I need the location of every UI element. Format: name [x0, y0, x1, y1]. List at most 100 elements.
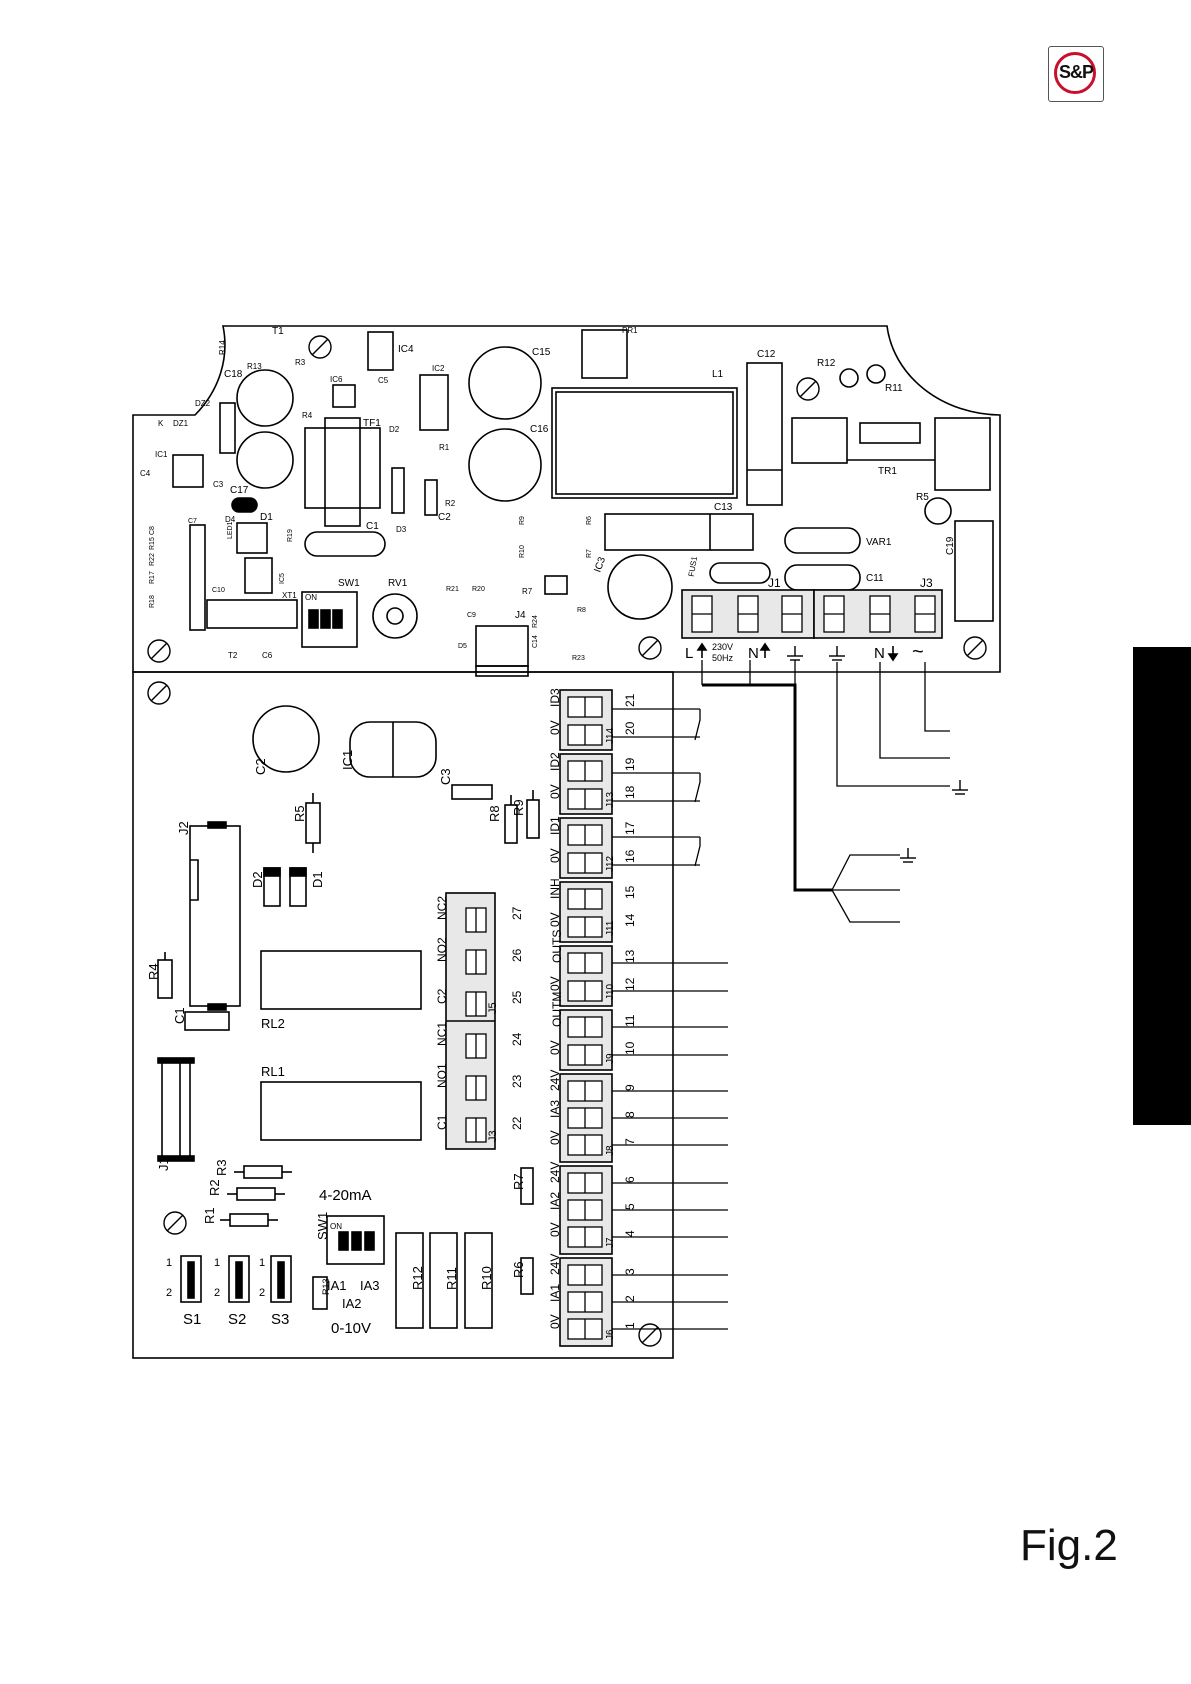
- r7-lower: [520, 1167, 534, 1205]
- lbl-ic1-lower: IC1: [340, 750, 355, 770]
- lbl-rl2: RL2: [261, 1016, 285, 1031]
- pin-lbl-0v-12: 0V: [548, 976, 562, 991]
- lbl-terminal-230v: 230V: [712, 642, 733, 652]
- lbl-r17: R17: [149, 571, 156, 584]
- lbl-r20: R20: [472, 586, 485, 593]
- figure-label: Fig.2: [1020, 1521, 1118, 1570]
- c16-cap: [468, 428, 542, 502]
- pin-num-20: 20: [623, 721, 637, 735]
- lbl-xt1: XT1: [282, 591, 297, 600]
- relay-num-23: 23: [510, 1074, 524, 1088]
- strip-id-j13: J13: [605, 791, 616, 808]
- relay-lbl-c2: C2: [435, 988, 449, 1004]
- lbl-ic6: IC6: [330, 375, 343, 384]
- input-terminal-labels: 21 ID3 20 0V J14 19 ID2 18 0V J13 17 ID1…: [548, 688, 637, 1340]
- lbl-mode-ia2: IA2: [342, 1296, 362, 1311]
- sw1-lower: [326, 1215, 385, 1265]
- pin-lbl-24v-9: 24V: [548, 1070, 562, 1091]
- sw1-dip: [301, 591, 358, 648]
- j1-lower: [161, 1059, 191, 1161]
- lbl-ic5: IC5: [279, 573, 286, 584]
- r1-lower: [229, 1213, 269, 1227]
- lbl-r4: R4: [302, 411, 313, 420]
- lbl-mode-ia1: IA1: [327, 1278, 347, 1293]
- var1-part: [709, 562, 771, 584]
- lbl-c13: C13: [714, 502, 733, 513]
- j2-upper: [189, 524, 206, 631]
- lbl-s2-pin1: 1: [214, 1257, 220, 1269]
- lbl-tr1: TR1: [878, 466, 897, 477]
- r11-part: [866, 364, 886, 384]
- c1-cap: [304, 531, 386, 557]
- lbl-r2-lower: R2: [207, 1179, 222, 1196]
- upper-labels: T1 R14 R13 C18 R3 R4 IC6 C5 IC4 IC2 C15 …: [140, 326, 956, 663]
- lbl-jumper-s3: S3: [271, 1311, 289, 1328]
- c2-cap-lower: [252, 705, 320, 773]
- lbl-r12: R12: [817, 358, 836, 369]
- pin-num-6: 6: [623, 1176, 637, 1183]
- lbl-r5-lower: R5: [292, 805, 307, 822]
- logo-text: S&P: [1058, 62, 1094, 82]
- lbl-on-upper: ON: [305, 593, 317, 602]
- strip-id-j7: J7: [605, 1237, 616, 1248]
- strip-id-j8: J8: [605, 1145, 616, 1156]
- lbl-r23: R8: [577, 607, 586, 614]
- pin-num-1: 1: [623, 1322, 637, 1329]
- pin-lbl-ia1: IA1: [548, 1284, 562, 1302]
- lbl-pr1: PR1: [622, 326, 638, 335]
- relay-lbl-no2: NO2: [435, 937, 449, 962]
- lbl-c12: C12: [757, 349, 776, 360]
- pin-num-17: 17: [623, 821, 637, 835]
- lbl-r13: R13: [247, 362, 262, 371]
- lbl-l1: L1: [712, 369, 724, 380]
- lbl-s3-pin2: 2: [259, 1287, 265, 1299]
- lbl-d5: D5: [458, 643, 467, 650]
- ic3-chip: [544, 575, 568, 595]
- lbl-dz2: DZ2: [195, 399, 211, 408]
- pin-num-18: 18: [623, 785, 637, 799]
- lower-board: [132, 671, 674, 1359]
- lbl-jumper-s1: S1: [183, 1311, 201, 1328]
- lbl-dz1: DZ1: [173, 419, 189, 428]
- lbl-s3-pin1: 1: [259, 1257, 265, 1269]
- strip-id-j9: J9: [605, 1053, 616, 1064]
- lbl-terminal-l: L: [685, 645, 693, 662]
- j4-connector: [475, 625, 529, 667]
- c13-cap: [604, 513, 754, 551]
- pin-lbl-0v-16: 0V: [548, 848, 562, 863]
- rl2-relay: [260, 950, 422, 1010]
- lbl-r21: R21: [446, 586, 459, 593]
- lbl-led1: LED1: [227, 521, 234, 539]
- s2-jumper: [228, 1255, 250, 1303]
- lbl-c6-upper: T2: [228, 651, 238, 660]
- lbl-c10: C10: [212, 587, 225, 594]
- lbl-d1-lower: D1: [310, 871, 325, 888]
- lbl-t2: R23: [572, 655, 585, 662]
- c19-cap: [954, 520, 994, 622]
- upper-screws: [147, 335, 987, 663]
- pin-lbl-0v-14: 0V: [548, 912, 562, 927]
- lbl-j2-upper: C7: [188, 518, 197, 525]
- pin-num-14: 14: [623, 913, 637, 927]
- lbl-r24: C14: [532, 635, 539, 648]
- r11-lower: [429, 1232, 458, 1329]
- relay-num-25: 25: [510, 990, 524, 1004]
- lbl-terminal-50hz: 50Hz: [712, 653, 734, 663]
- ic5-chip: [244, 557, 273, 594]
- relay-lbl-nc1: NC1: [435, 1022, 449, 1046]
- strip-id-j14: J14: [605, 727, 616, 744]
- ic1-chip: [172, 454, 204, 488]
- c14-cap: [784, 564, 861, 591]
- lbl-c7-upper: C6: [262, 651, 273, 660]
- lbl-var1: FUS1: [687, 555, 700, 577]
- lbl-j4-upper: J4: [515, 610, 526, 621]
- lbl-ic1: IC1: [155, 450, 168, 459]
- pin-num-16: 16: [623, 849, 637, 863]
- c11-cap: [784, 527, 861, 554]
- pin-num-11: 11: [623, 1014, 637, 1027]
- pin-lbl-outs: OUTS: [550, 930, 564, 963]
- c15-cap: [468, 346, 542, 420]
- pin-num-2: 2: [623, 1295, 637, 1302]
- lbl-tf1: TF1: [363, 418, 381, 429]
